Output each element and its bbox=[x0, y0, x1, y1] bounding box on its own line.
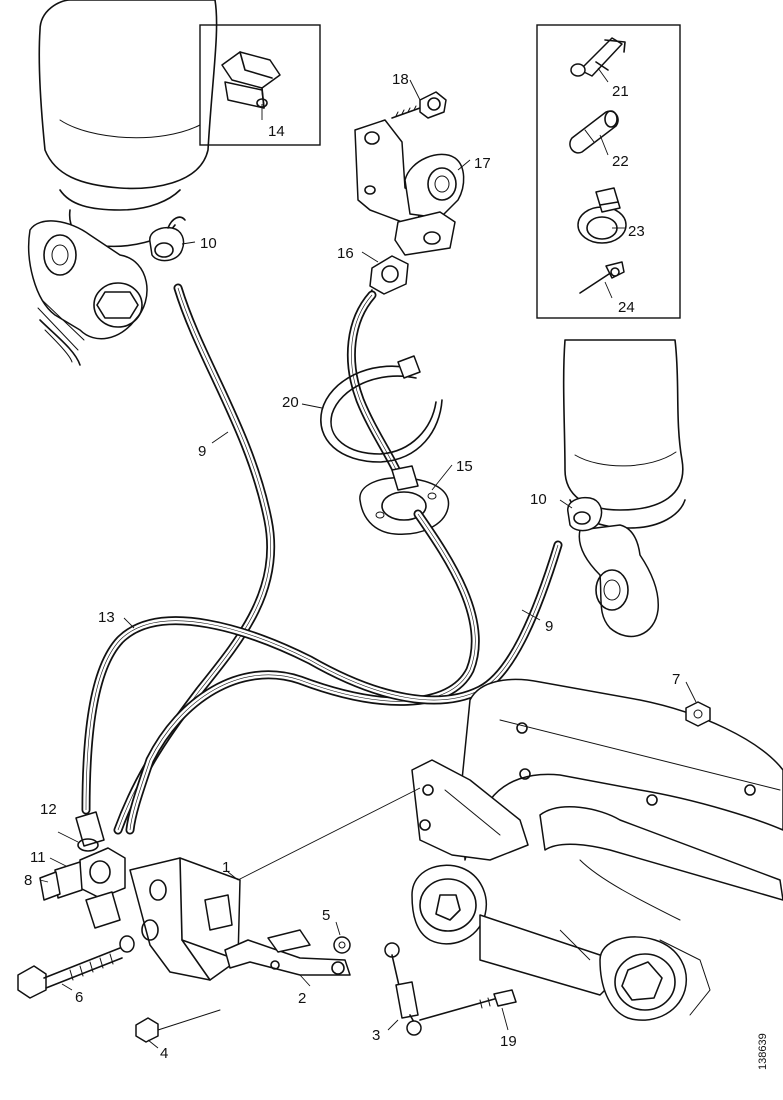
bolt-part-6 bbox=[17, 935, 135, 999]
bracket-part-17 bbox=[354, 119, 465, 256]
air-bellow-right bbox=[562, 339, 686, 638]
callout-9-right: 9 bbox=[545, 618, 553, 635]
nut-part-5 bbox=[333, 936, 351, 954]
bushing-and-link bbox=[411, 864, 711, 1021]
callout-13: 13 bbox=[98, 609, 115, 626]
callout-23: 23 bbox=[628, 223, 645, 240]
union-fitting-part-12 bbox=[75, 811, 105, 852]
connector-part-16 bbox=[365, 255, 409, 301]
elbow-fitting-part-11 bbox=[54, 847, 126, 929]
callout-6: 6 bbox=[75, 989, 83, 1006]
callout-9-left: 9 bbox=[198, 443, 206, 460]
pin-part-24 bbox=[579, 261, 625, 294]
hose-clamp-part-23 bbox=[577, 187, 627, 244]
callout-14: 14 bbox=[268, 123, 285, 140]
callout-20: 20 bbox=[282, 394, 299, 411]
connector-10-right bbox=[567, 496, 603, 532]
lever-arm-part-2 bbox=[224, 929, 351, 976]
clip-part-14 bbox=[221, 51, 281, 109]
connector-10-left bbox=[149, 216, 186, 262]
fitting-part-21 bbox=[570, 37, 626, 77]
fitting-part-8 bbox=[39, 871, 61, 901]
callout-2: 2 bbox=[298, 990, 306, 1007]
link-rod-part-3 bbox=[384, 942, 422, 1036]
callout-21: 21 bbox=[612, 83, 629, 100]
grommet-part-15 bbox=[359, 465, 450, 535]
callout-8: 8 bbox=[24, 872, 32, 889]
callout-22: 22 bbox=[612, 153, 629, 170]
callout-7: 7 bbox=[672, 671, 680, 688]
callout-5: 5 bbox=[322, 907, 330, 924]
callout-15: 15 bbox=[456, 458, 473, 475]
tube-9-left bbox=[113, 283, 276, 835]
figure-number: 138639 bbox=[757, 1033, 769, 1070]
callout-11: 11 bbox=[30, 849, 46, 866]
callout-17: 17 bbox=[474, 155, 491, 172]
callout-10-right: 10 bbox=[530, 491, 547, 508]
callout-3: 3 bbox=[372, 1027, 380, 1044]
callout-18: 18 bbox=[392, 71, 409, 88]
inset-box-fittings bbox=[536, 24, 681, 319]
leader-lines bbox=[39, 67, 697, 1049]
callout-16: 16 bbox=[337, 245, 354, 262]
nut-part-4 bbox=[135, 1009, 221, 1043]
mounting-bracket bbox=[411, 759, 529, 861]
callout-1: 1 bbox=[222, 859, 230, 876]
levelling-valve-part-1 bbox=[129, 857, 241, 981]
chassis-beam bbox=[461, 678, 783, 921]
callout-19: 19 bbox=[500, 1033, 517, 1050]
inset-box-clip bbox=[199, 24, 321, 146]
callout-12: 12 bbox=[40, 801, 57, 818]
callout-10-left: 10 bbox=[200, 235, 217, 252]
callout-24: 24 bbox=[618, 299, 635, 316]
callout-labels: 1 2 3 4 5 6 7 8 9 9 10 10 11 12 13 14 15… bbox=[24, 71, 680, 1062]
cable-tie-part-20 bbox=[320, 355, 443, 463]
sleeve-part-22 bbox=[569, 110, 619, 154]
callout-4: 4 bbox=[160, 1045, 168, 1062]
nut-part-7 bbox=[685, 701, 711, 727]
air-bellow-left bbox=[28, 0, 218, 366]
bolt-part-18 bbox=[391, 91, 447, 119]
bolt-part-19 bbox=[419, 989, 517, 1021]
